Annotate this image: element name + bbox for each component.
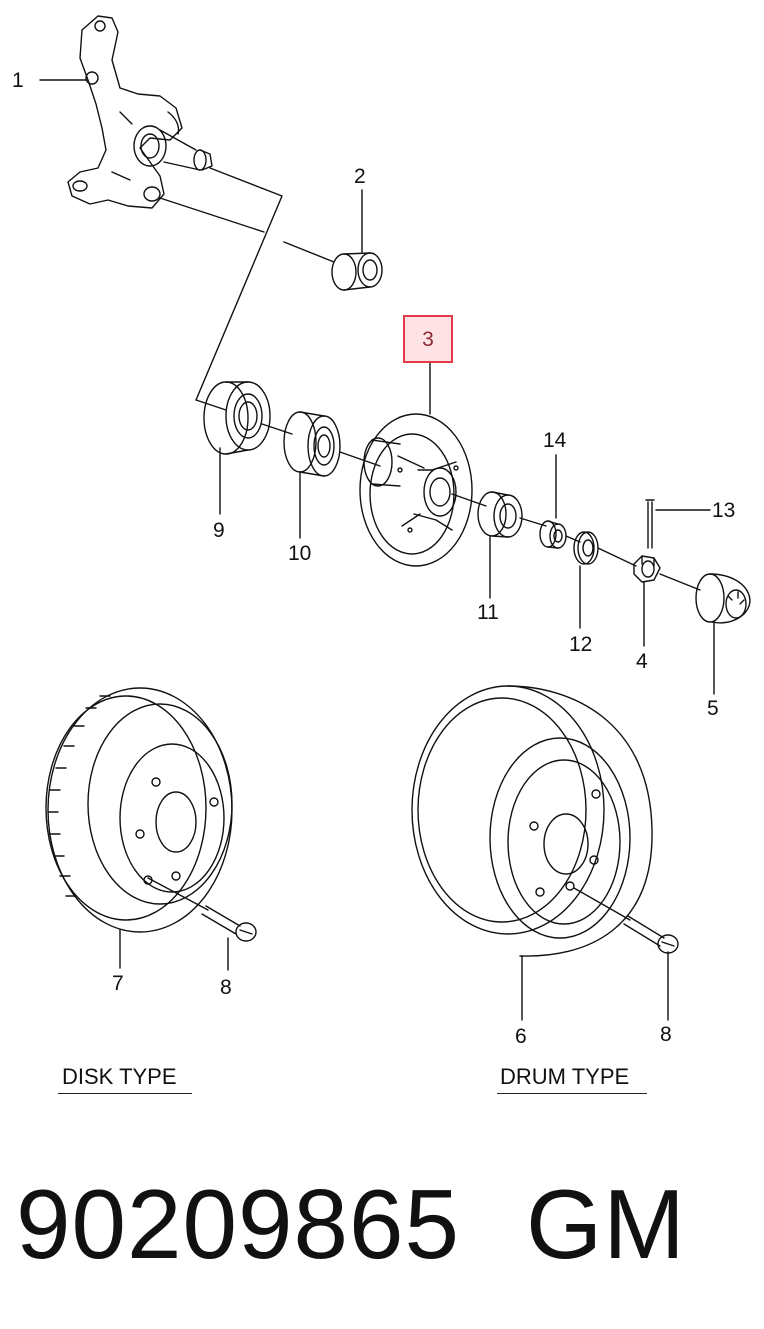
- callout-14: 14: [543, 429, 567, 452]
- callout-10: 10: [288, 542, 312, 565]
- screw-part-8-disk: [148, 878, 256, 970]
- bearing-part-10: [284, 412, 340, 476]
- steering-knuckle-part-1: [68, 16, 212, 208]
- callout-8-drum: 8: [660, 1023, 672, 1046]
- callout-11: 11: [477, 601, 499, 624]
- seal-part-9: [196, 382, 270, 454]
- callout-8-disk: 8: [220, 976, 232, 999]
- part-number: 90209865: [16, 1169, 461, 1279]
- bushing-part-2: [332, 253, 382, 290]
- callout-3-highlight-box: 3: [403, 315, 453, 363]
- bearing-part-11: [478, 492, 522, 537]
- brake-disc-part-7: [46, 688, 232, 968]
- callout-6: 6: [515, 1025, 527, 1048]
- brand-name: GM: [526, 1169, 686, 1279]
- callout-9: 9: [213, 519, 225, 542]
- callout-13: 13: [712, 499, 736, 522]
- callout-1: 1: [12, 69, 24, 92]
- callout-7: 7: [112, 972, 124, 995]
- dust-cap-part-5: [696, 574, 750, 623]
- washer-part-12: [574, 532, 598, 564]
- callout-5: 5: [707, 697, 719, 720]
- disk-type-underline: [58, 1093, 192, 1094]
- drum-type-caption: DRUM TYPE: [500, 1064, 630, 1089]
- callout-12: 12: [569, 633, 593, 656]
- brake-drum-part-6: [412, 686, 652, 1020]
- callout-3: 3: [422, 328, 434, 351]
- cotter-pin-part-13: [646, 500, 654, 548]
- disk-type-caption: DISK TYPE: [62, 1064, 177, 1089]
- small-bearing-part-14: [540, 521, 566, 548]
- hub-part-3: [360, 414, 472, 566]
- drum-type-underline: [497, 1093, 647, 1094]
- screw-part-8-drum: [574, 888, 678, 1020]
- castle-nut-part-4: [634, 556, 660, 582]
- callout-4: 4: [636, 650, 648, 673]
- callout-2: 2: [354, 165, 366, 188]
